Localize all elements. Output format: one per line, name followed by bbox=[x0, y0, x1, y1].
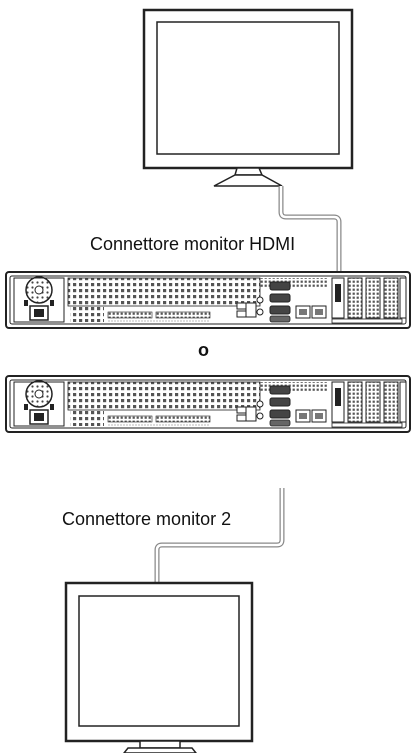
server-rear-panel-1 bbox=[5, 271, 411, 329]
monitor2-connector-label: Connettore monitor 2 bbox=[62, 509, 232, 529]
server-rear-panel-2 bbox=[5, 375, 411, 433]
monitor2-cable bbox=[154, 488, 285, 583]
or-separator: o bbox=[198, 340, 209, 360]
widescreen-monitor-icon bbox=[142, 8, 354, 187]
hdmi-connector-label: Connettore monitor HDMI bbox=[90, 234, 296, 254]
hdmi-cable bbox=[278, 186, 342, 292]
square-monitor-icon bbox=[64, 581, 254, 753]
